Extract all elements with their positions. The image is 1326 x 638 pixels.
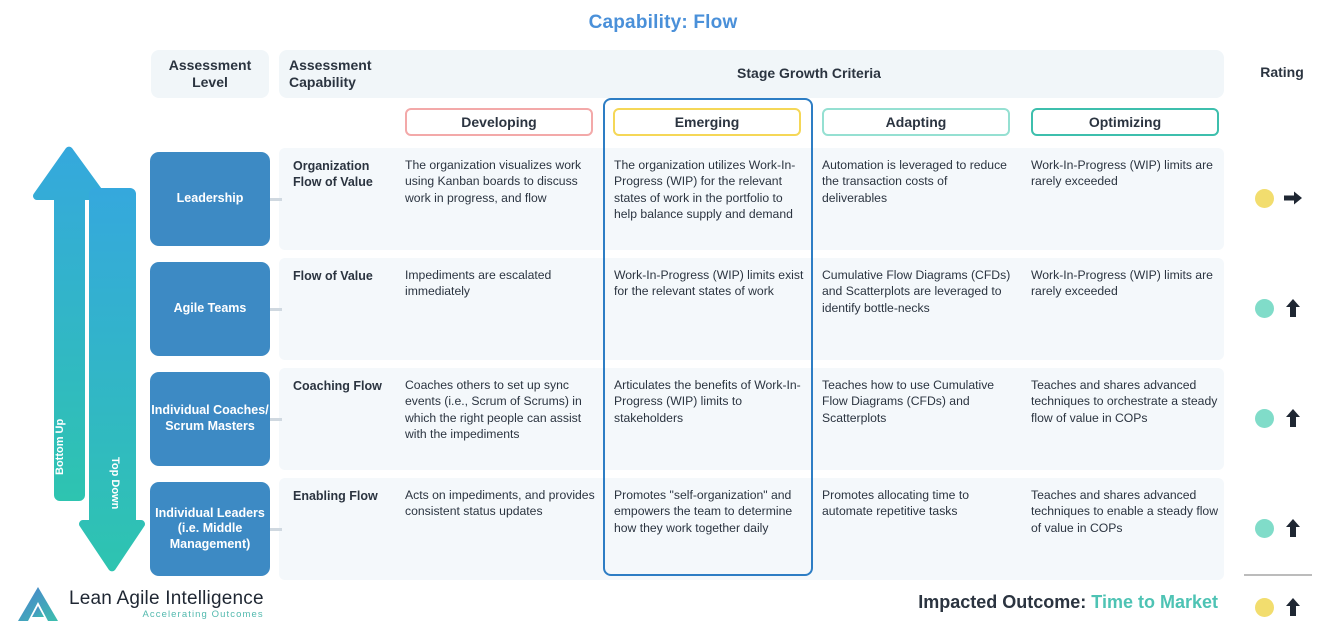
header-capability-line1: Assessment (289, 56, 372, 73)
direction-arrows: Bottom Up Top Down (18, 140, 148, 580)
criteria-cell-r2c2: Work-In-Progress (WIP) limits exist for … (614, 268, 804, 299)
impacted-outcome-label: Impacted Outcome: (918, 592, 1087, 612)
top-down-arrow-icon (79, 188, 145, 572)
logo-name: Lean Agile Intelligence (69, 588, 264, 609)
rating-dot-yellow-icon (1255, 597, 1274, 617)
criteria-cell-r3c4: Teaches and shares advanced techniques t… (1031, 378, 1218, 425)
bottom-up-label: Bottom Up (54, 418, 66, 475)
criteria-cell-r1c3: Automation is leveraged to reduce the tr… (822, 158, 1007, 205)
level-badge-leadership[interactable]: Leadership (150, 152, 270, 246)
criteria-cell-r1c1: The organization visualizes work using K… (405, 158, 582, 205)
arrow-up-icon (1286, 519, 1300, 537)
level-badge-individual-leaders[interactable]: Individual Leaders (i.e. Middle Manageme… (150, 482, 270, 576)
stage-pill-adapting[interactable]: Adapting (822, 108, 1010, 136)
arrow-up-icon (1286, 598, 1300, 616)
impacted-outcome-value: Time to Market (1091, 592, 1218, 612)
stage-pill-adapting-label: Adapting (885, 114, 947, 130)
rating-row-1 (1255, 188, 1303, 208)
level-connector-3 (270, 418, 282, 421)
header-assessment-level: Assessment Level (151, 50, 269, 98)
arrow-up-icon (1286, 409, 1300, 427)
criteria-cell-r3c2: Articulates the benefits of Work-In-Prog… (614, 378, 801, 425)
level-connector-2 (270, 308, 282, 311)
stage-pill-optimizing[interactable]: Optimizing (1031, 108, 1219, 136)
stage-pill-emerging-label: Emerging (674, 114, 740, 130)
criteria-cell-r1c4: Work-In-Progress (WIP) limits are rarely… (1031, 158, 1213, 189)
capability-cell-1: Organization Flow of Value (293, 159, 373, 190)
criteria-cell-r2c1: Impediments are escalated immediately (405, 268, 552, 299)
criteria-cell-r4c1: Acts on impediments, and provides consis… (405, 488, 595, 519)
rating-dot-teal-icon (1255, 298, 1274, 318)
level-badge-agile-teams[interactable]: Agile Teams (150, 262, 270, 356)
header-assessment-capability: Assessment Capability (289, 57, 404, 92)
criteria-cell-r4c3: Promotes allocating time to automate rep… (822, 488, 969, 519)
level-badge-individual-coaches[interactable]: Individual Coaches/ Scrum Masters (150, 372, 270, 466)
logo-mark-icon (18, 587, 58, 621)
rating-row-4 (1255, 518, 1303, 538)
level-badge-agile-teams-label: Agile Teams (173, 301, 247, 316)
logo-text: Lean Agile Intelligence Accelerating Out… (69, 588, 264, 620)
rating-summary-divider (1244, 574, 1312, 576)
rating-row-2 (1255, 298, 1303, 318)
capability-cell-4: Enabling Flow (293, 489, 378, 503)
page-title: Capability: Flow (588, 12, 738, 33)
criteria-cell-r3c3: Teaches how to use Cumulative Flow Diagr… (822, 378, 995, 425)
header-assessment-level-text: Assessment Level (169, 57, 252, 92)
brand-logo: Lean Agile Intelligence Accelerating Out… (18, 585, 264, 623)
level-connector-1 (270, 198, 282, 201)
capability-cell-3: Coaching Flow (293, 379, 382, 393)
criteria-cell-r3c1: Coaches others to set up sync events (i.… (405, 378, 582, 442)
criteria-cell-r1c2: The organization utilizes Work-In-Progre… (614, 158, 796, 222)
criteria-cell-r2c4: Work-In-Progress (WIP) limits are rarely… (1031, 268, 1213, 299)
impacted-outcome: Impacted Outcome: Time to Market (918, 592, 1218, 613)
logo-tagline: Accelerating Outcomes (142, 609, 264, 620)
criteria-cell-r4c2: Promotes "self-organization" and empower… (614, 488, 793, 535)
stage-pill-developing-label: Developing (461, 114, 537, 130)
stage-pill-optimizing-label: Optimizing (1088, 114, 1162, 130)
header-stage-growth-criteria: Stage Growth Criteria (737, 65, 881, 82)
rating-row-summary (1255, 597, 1303, 617)
row-band-2 (279, 258, 1224, 360)
row-band-1 (279, 148, 1224, 250)
level-connector-4 (270, 528, 282, 531)
arrows-svg (33, 146, 145, 572)
row-band-3 (279, 368, 1224, 470)
arrow-right-icon (1284, 191, 1302, 205)
rating-row-3 (1255, 408, 1303, 428)
capability-cell-2: Flow of Value (293, 269, 373, 283)
top-down-label: Top Down (109, 457, 121, 510)
stage-pill-developing[interactable]: Developing (405, 108, 593, 136)
bottom-up-arrow-icon (33, 146, 106, 501)
header-level-line2: Level (192, 74, 228, 90)
header-rating: Rating (1260, 64, 1304, 80)
arrow-up-icon (1286, 299, 1300, 317)
criteria-cell-r2c3: Cumulative Flow Diagrams (CFDs) and Scat… (822, 268, 1011, 315)
header-criteria-band: Assessment Capability Stage Growth Crite… (279, 50, 1224, 98)
rating-dot-yellow-icon (1255, 188, 1274, 208)
header-level-line1: Assessment (168, 56, 252, 73)
level-badge-individual-leaders-label: Individual Leaders (i.e. Middle Manageme… (155, 505, 265, 551)
level-badge-individual-coaches-label: Individual Coaches/ Scrum Masters (151, 403, 269, 433)
level-badge-leadership-label: Leadership (176, 191, 244, 206)
rating-dot-teal-icon (1255, 518, 1274, 538)
criteria-cell-r4c4: Teaches and shares advanced techniques t… (1031, 488, 1219, 535)
header-capability-line2: Capability (289, 74, 356, 90)
stage-pill-emerging[interactable]: Emerging (613, 108, 801, 136)
rating-dot-teal-icon (1255, 408, 1274, 428)
row-band-4 (279, 478, 1224, 580)
